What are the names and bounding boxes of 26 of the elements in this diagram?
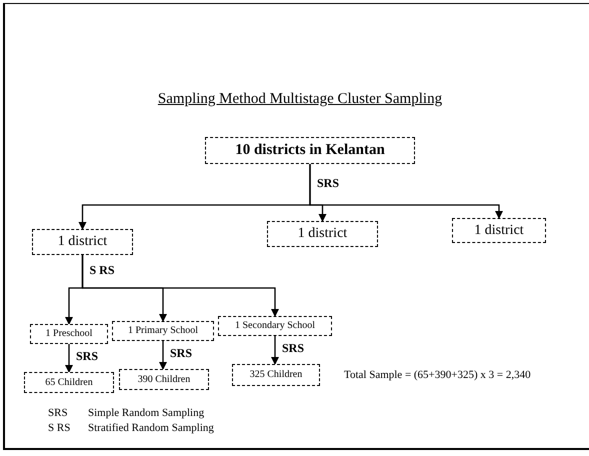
- process-box: 1 Primary School: [112, 321, 214, 341]
- process-box: 390 Children: [119, 369, 209, 390]
- process-box: 1 district: [32, 229, 133, 255]
- edge-label: S RS: [88, 264, 116, 276]
- edge-label: SRS: [316, 176, 340, 188]
- process-box: 325 Children: [232, 364, 320, 386]
- title: Sampling Method Multistage Cluster Sampling: [156, 90, 444, 109]
- process-box: 1 Secondary School: [218, 316, 332, 336]
- arrow: [159, 341, 167, 370]
- process-box: 10 districts in Kelantan: [205, 137, 415, 164]
- arrow: [271, 336, 279, 365]
- legend-abbreviation: SRS: [48, 406, 68, 421]
- arrow: [82, 255, 279, 317]
- legend-abbreviation: S RS: [48, 421, 70, 436]
- edge-label: SRS: [281, 342, 306, 354]
- legend-definition: Simple Random Sampling: [88, 406, 204, 421]
- process-box: 65 Children: [24, 372, 114, 393]
- arrow: [309, 164, 503, 219]
- edge-label: SRS: [75, 350, 100, 362]
- arrow: [65, 344, 73, 373]
- process-box: 1 Preschool: [30, 324, 108, 344]
- process-box: 1 district: [452, 218, 546, 243]
- legend-definition: Stratified Random Sampling: [88, 421, 214, 436]
- edge-label: SRS: [169, 347, 194, 359]
- total-sample-note: Total Sample = (65+390+325) x 3 = 2,340: [344, 368, 531, 383]
- process-box: 1 district: [267, 221, 378, 247]
